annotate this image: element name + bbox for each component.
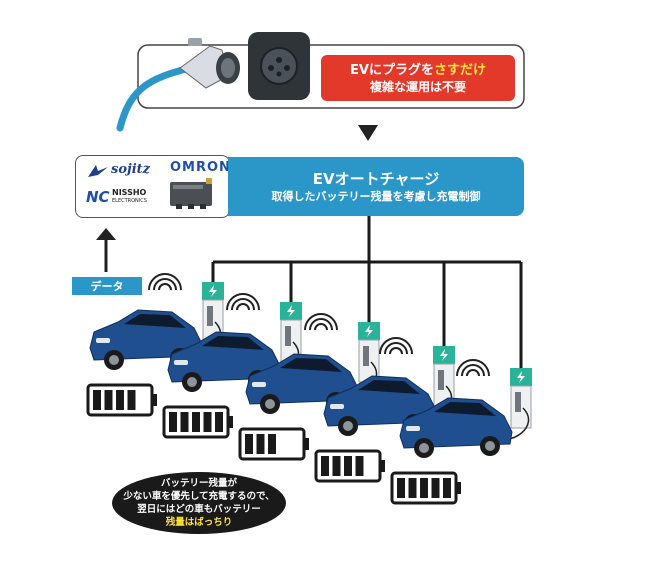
headline-highlight: さすだけ — [433, 62, 486, 78]
battery-gauge-icon — [314, 449, 385, 483]
callout-line1: バッテリー残量が — [160, 478, 237, 489]
callout-line4: 残量はばっちり — [165, 517, 233, 528]
battery-gauge-icon — [238, 427, 309, 461]
up-arrow-icon — [96, 228, 116, 272]
headline-part2: プラグを — [381, 62, 434, 78]
omron-logo: OMRON — [170, 160, 231, 175]
auto-charge-title: EVオートチャージ — [312, 169, 440, 188]
battery-gauge-icon — [162, 405, 233, 439]
sojitz-logo: sojitz — [111, 162, 151, 177]
ev-car-icon — [399, 397, 513, 458]
headline-subline: 複雑な運用は不要 — [369, 79, 466, 94]
callout-line2: 少ない車を優先して充電するので、 — [123, 491, 275, 502]
callout-line3: 翌日にはどの車もバッテリー — [137, 504, 261, 515]
charger-station-icon — [304, 313, 380, 395]
ev-plug-icon — [116, 38, 240, 132]
nissho-name: NISSHO — [112, 188, 147, 197]
sojitz-logo-icon — [88, 165, 108, 177]
headline-part1: EVに — [350, 62, 382, 78]
down-arrow-icon — [358, 125, 378, 141]
auto-charge-subtitle: 取得したバッテリー残量を考慮し充電制御 — [271, 189, 481, 203]
data-label: データ — [72, 277, 142, 295]
plug-in-message: EVにプラグをさすだけ 複雑な運用は不要 — [321, 55, 515, 101]
charger-station-icon — [379, 337, 455, 419]
charger-station-icon — [148, 273, 224, 355]
battery-gauge-icon — [390, 471, 461, 505]
battery-gauge-icon — [86, 383, 157, 417]
battery-callout: バッテリー残量が 少ない車を優先して充電するので、 翌日にはどの車もバッテリー … — [112, 472, 286, 534]
charger-station-icon — [456, 359, 532, 441]
controller-device-icon — [170, 178, 212, 209]
ev-socket-icon — [248, 32, 310, 100]
nissho-subname: ELECTRONICS — [112, 198, 147, 204]
nissho-mark: NC — [86, 188, 110, 206]
auto-charge-panel: EVオートチャージ 取得したバッテリー残量を考慮し充電制御 — [228, 157, 524, 216]
